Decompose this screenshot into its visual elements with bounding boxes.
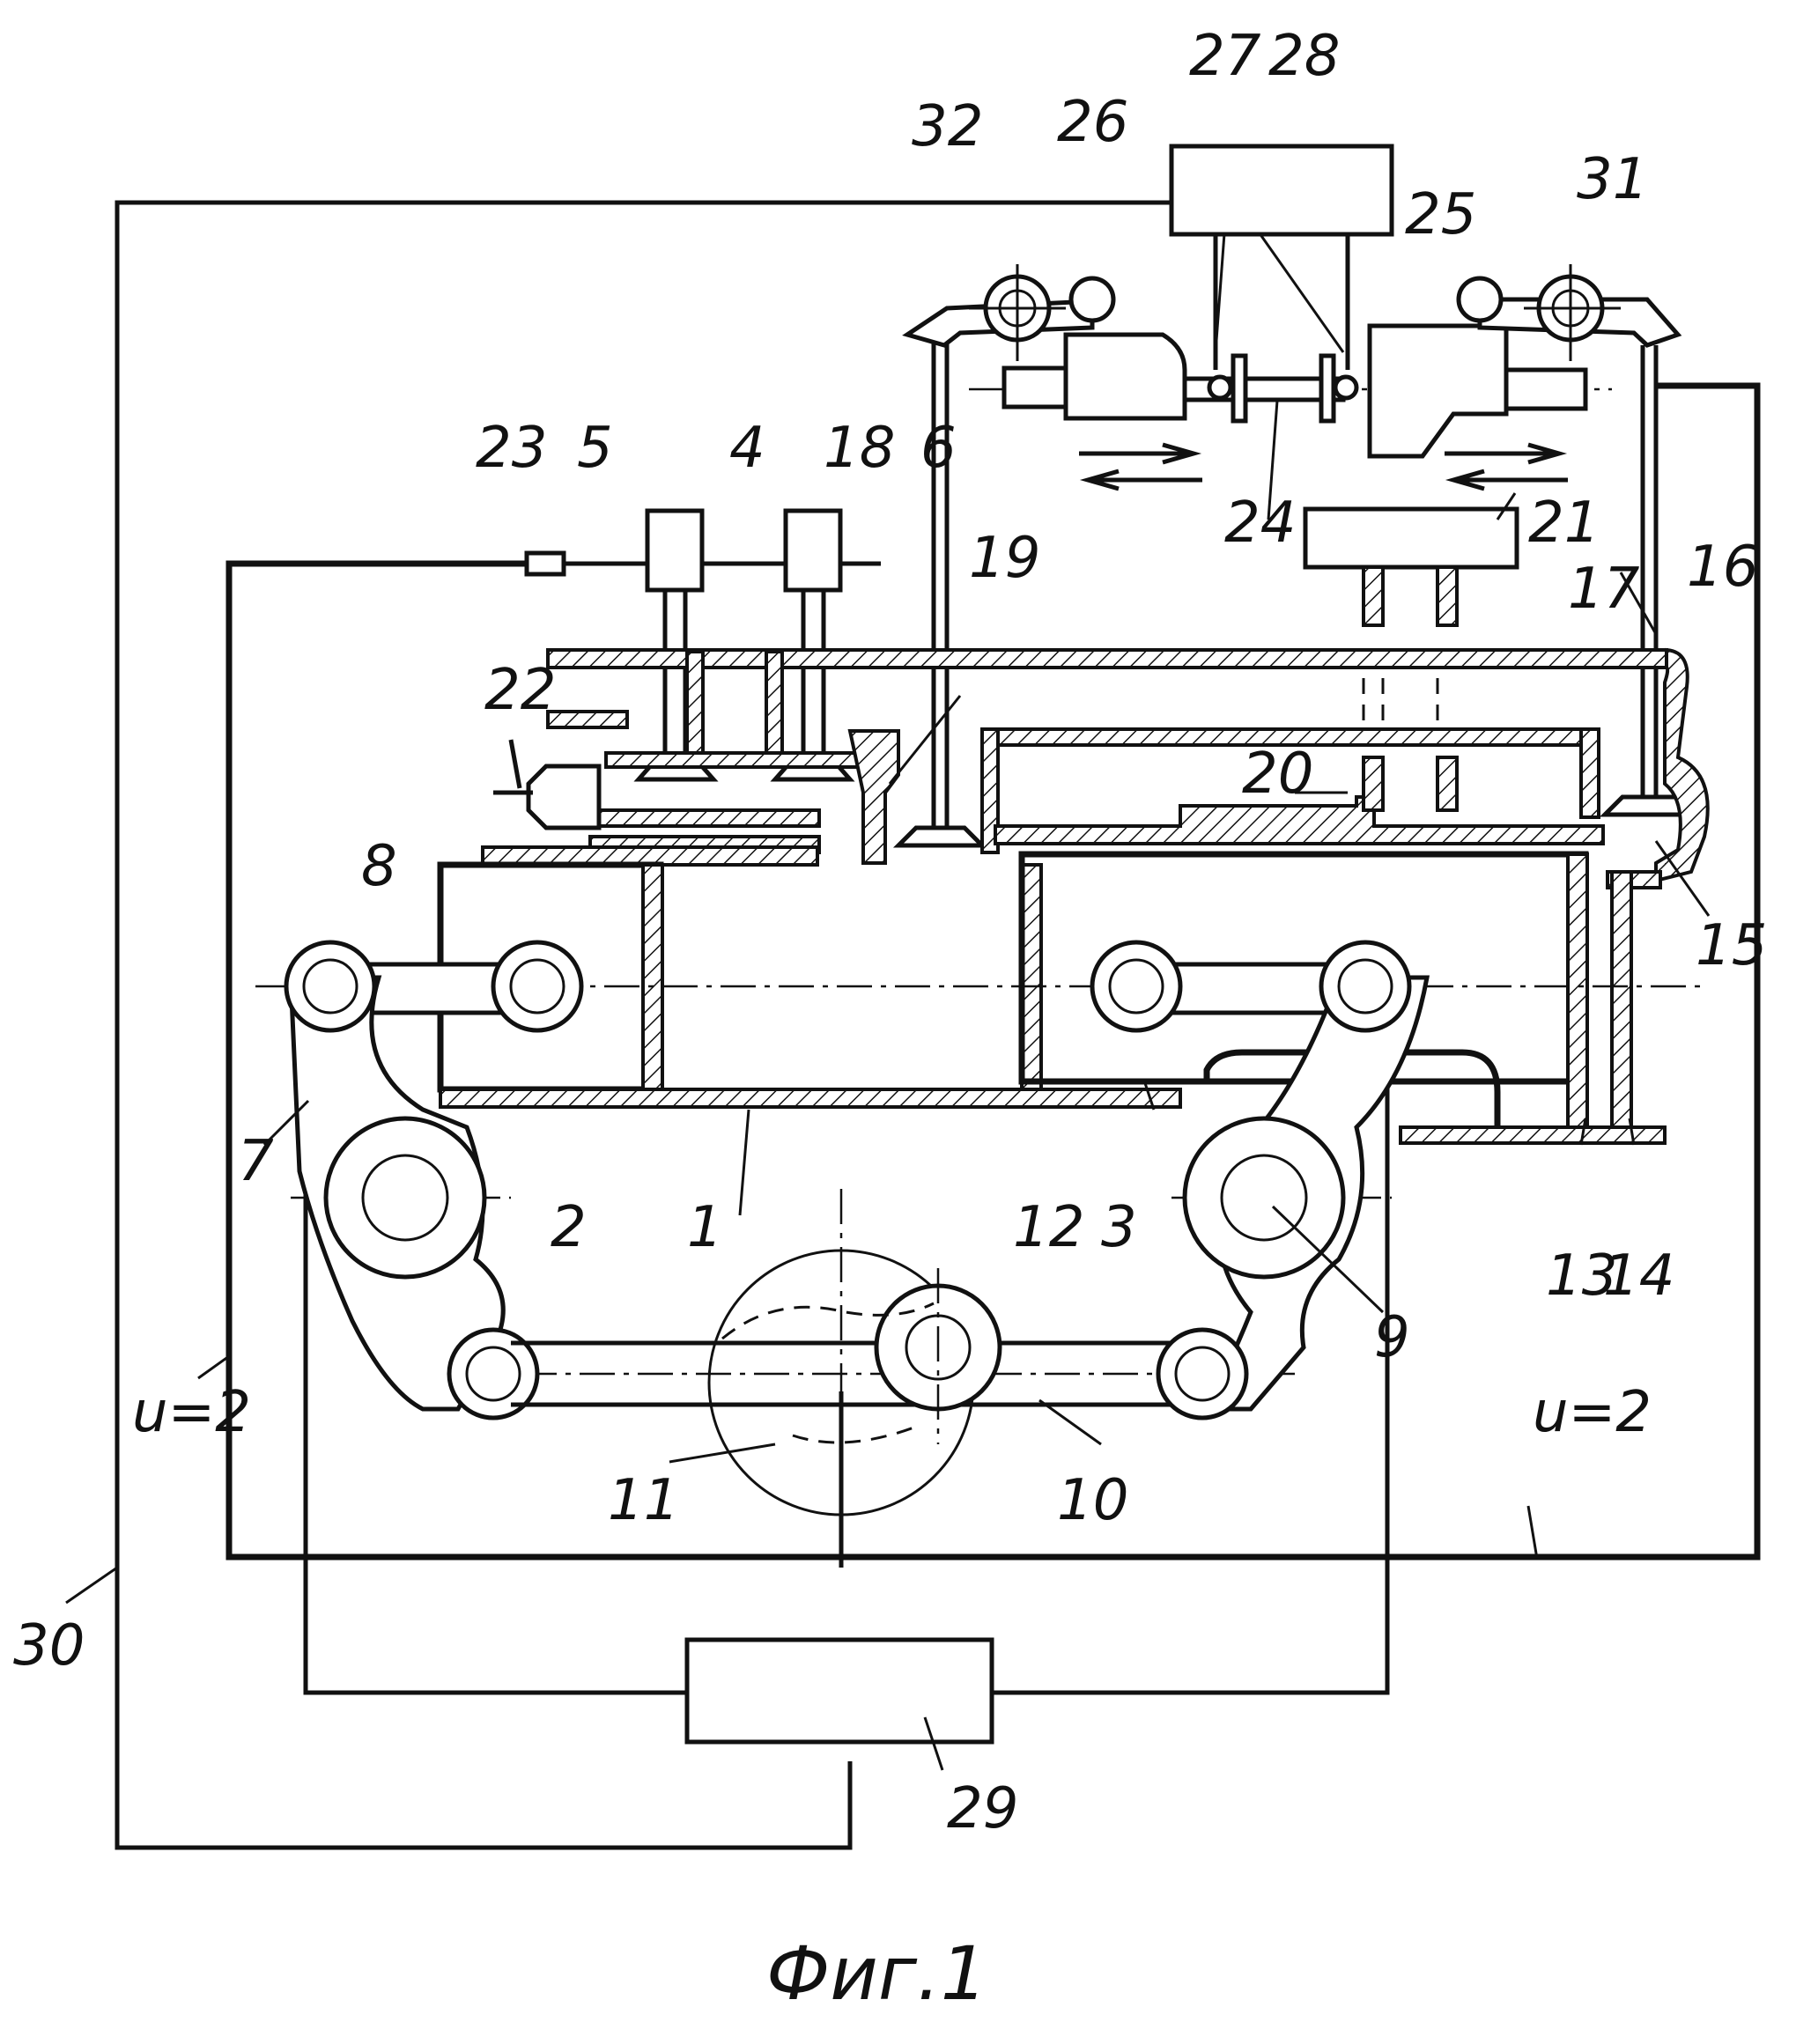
label-32: 32 xyxy=(912,94,983,159)
label-15: 15 xyxy=(1696,913,1767,978)
label-23: 23 xyxy=(476,416,547,481)
label-4: 4 xyxy=(729,416,765,481)
label-12: 12 xyxy=(1013,1195,1084,1260)
label-11: 11 xyxy=(608,1468,679,1533)
label-9: 9 xyxy=(1374,1305,1410,1370)
label-16: 16 xyxy=(1687,535,1758,600)
label-25: 25 xyxy=(1405,182,1476,247)
block-29 xyxy=(687,1640,992,1742)
label-14: 14 xyxy=(1603,1243,1674,1309)
motion-arrows xyxy=(1079,445,1568,489)
label-19: 19 xyxy=(969,526,1040,591)
label-30: 30 xyxy=(13,1613,85,1679)
label-31: 31 xyxy=(1577,147,1648,212)
label-20: 20 xyxy=(1242,742,1313,807)
label-1: 1 xyxy=(687,1195,723,1260)
label-6: 6 xyxy=(920,416,957,481)
figure-caption: Фиг.1 xyxy=(766,1930,987,2017)
label-27: 27 xyxy=(1189,24,1261,89)
label-3: 3 xyxy=(1101,1195,1137,1260)
linkage-mechanism xyxy=(255,942,1700,1568)
label-21: 21 xyxy=(1528,491,1600,556)
label-29: 29 xyxy=(947,1776,1018,1841)
ratio-right: u=2 xyxy=(1533,1380,1652,1445)
block-21 xyxy=(1305,509,1517,567)
label-18: 18 xyxy=(824,416,895,481)
label-10: 10 xyxy=(1057,1468,1128,1533)
label-24: 24 xyxy=(1224,491,1296,556)
label-28: 28 xyxy=(1268,24,1340,89)
label-22: 22 xyxy=(484,658,556,723)
ratio-left: u=2 xyxy=(132,1380,251,1445)
injector-22 xyxy=(493,740,599,828)
block-27 xyxy=(1171,146,1392,234)
label-5: 5 xyxy=(577,416,613,481)
label-17: 17 xyxy=(1568,557,1640,622)
label-7: 7 xyxy=(238,1129,274,1194)
label-26: 26 xyxy=(1057,90,1128,155)
camshaft-24 xyxy=(969,326,1612,456)
label-8: 8 xyxy=(361,834,397,899)
cylinder-block-1 xyxy=(440,847,1665,1143)
label-2: 2 xyxy=(551,1195,587,1260)
